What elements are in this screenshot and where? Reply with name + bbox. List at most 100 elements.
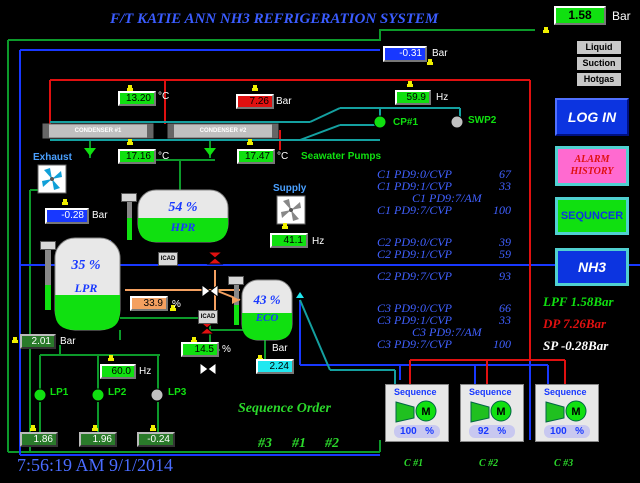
- compressor-2-caption: Sequence: [469, 387, 512, 397]
- compressor-param-value: 33: [499, 179, 511, 193]
- datetime: 7:56:19 AM 9/1/2014: [17, 455, 174, 475]
- seawater-hz-readout: 59.9: [395, 90, 431, 105]
- sp-summary: SP -0.28Bar: [543, 338, 609, 353]
- condenser-1-out-temp-unit: °C: [158, 151, 170, 162]
- compressor-2-load-value: 92: [477, 426, 489, 437]
- lpr-tag: ​: [40, 241, 56, 250]
- compressor-1-load-value: 100: [400, 426, 417, 437]
- check-valve-2-icon: [199, 362, 217, 376]
- condenser-in-temp-unit: °C: [158, 91, 170, 102]
- eco-pressure-readout: 2.24: [256, 359, 294, 374]
- compressor-param-label: C3 PD9:1/CVP: [377, 313, 452, 327]
- valve-2-tag: ICAD: [198, 310, 218, 324]
- lp1-readout: 1.86: [20, 432, 58, 447]
- swp2-pump-icon: [450, 115, 464, 129]
- hpr-tag: ​: [121, 193, 137, 202]
- seawater-piping: [50, 107, 461, 385]
- swp2-label: SWP2: [468, 115, 497, 126]
- hpr-pressure-unit: Bar: [92, 210, 108, 221]
- compressor-param-value: 100: [493, 337, 511, 351]
- compressor-2-load-unit: %: [497, 426, 507, 437]
- lp-pumps-hz-readout: 60.0: [100, 364, 136, 379]
- cp1-pump-icon: [373, 115, 387, 129]
- supply-label: Supply: [273, 183, 307, 194]
- compressor-param-value: 39: [499, 235, 511, 249]
- compressor-motor-icon: M: [545, 400, 587, 423]
- lpr-tank: [45, 237, 121, 331]
- condenser-2-out-temp-unit: °C: [277, 151, 289, 162]
- compressor-2-tile[interactable]: Sequence M 92 %: [460, 384, 524, 442]
- compressor-param-label: C2 PD9:0/CVP: [377, 235, 452, 249]
- compressor-param-value: 59: [499, 247, 511, 261]
- lp1-label: LP1: [50, 387, 69, 398]
- flow-arrow-icon: [232, 296, 240, 304]
- valve-1-position-unit: %: [172, 299, 181, 310]
- lpr-pressure-unit: Bar: [60, 336, 76, 347]
- discharge-pressure-readout: 7.26: [236, 94, 274, 109]
- compressor-1-load-unit: %: [425, 426, 434, 437]
- hpr-level-fill: [127, 218, 132, 240]
- flow-arrow-icon: [296, 292, 304, 298]
- compressor-param-label: C1 PD9:1/CVP: [377, 179, 452, 193]
- sequence-order-title: Sequence Order: [238, 401, 331, 416]
- seawater-pumps-label: Seawater Pumps: [301, 151, 382, 162]
- supply-fan-icon: [276, 195, 306, 225]
- compressor-motor-icon: M: [470, 400, 512, 423]
- nh3-button[interactable]: NH3: [555, 248, 629, 286]
- lp3-label: LP3: [168, 387, 187, 398]
- condenser-2-shell: [167, 123, 279, 139]
- compressor-param-value: 100: [493, 203, 511, 217]
- eco-name: ECO: [255, 312, 279, 324]
- svg-text:M: M: [571, 406, 580, 418]
- compressor-param-label: C1 PD9:7/CVP: [377, 203, 452, 217]
- lpr-pressure-readout: 2.01: [20, 334, 56, 349]
- lpr-name: LPR: [74, 281, 98, 295]
- condenser-2-label: CONDENSER #2: [199, 128, 247, 134]
- compressor-param-value: 33: [499, 313, 511, 327]
- lp2-label: LP2: [108, 387, 127, 398]
- lp2-pump-icon: [91, 388, 105, 402]
- compressor-2-load: 92 %: [469, 425, 515, 438]
- lp3-pump-icon: [150, 388, 164, 402]
- suction-pressure-readout: -0.31: [383, 46, 427, 62]
- compressor-param-label: C1 PD9:7/AM: [412, 191, 482, 205]
- flow-arrow-icon: [84, 148, 96, 156]
- legend-hotgas: Hotgas: [577, 73, 621, 86]
- valve-2-position-unit: %: [222, 344, 231, 355]
- compressor-param-label: C1 PD9:0/CVP: [377, 167, 452, 181]
- lpf-summary: LPF 1.58Bar: [543, 294, 614, 309]
- alarm-history-button[interactable]: ALARM HISTORY: [555, 146, 629, 186]
- condenser-in-temp-readout: 13.20: [118, 91, 156, 106]
- compressor-param-label: C3 PD9:7/CVP: [377, 337, 452, 351]
- compressor-param-label: C2 PD9:1/CVP: [377, 247, 452, 261]
- lp2-readout: 1.96: [79, 432, 117, 447]
- lpf-unit: Bar: [612, 9, 631, 23]
- indicator-ticks: [12, 27, 549, 431]
- compressor-3-tile[interactable]: Sequence M 100 %: [535, 384, 599, 442]
- compressor-3-caption: Sequence: [544, 387, 587, 397]
- compressor-param-label: C3 PD9:0/CVP: [377, 301, 452, 315]
- check-valve-1-icon: [201, 284, 219, 298]
- supply-hz-unit: Hz: [312, 236, 325, 247]
- hpr-name: HPR: [170, 220, 196, 234]
- lp1-pump-icon: [33, 388, 47, 402]
- hpr-tank: [137, 189, 229, 243]
- compressor-param-label: C2 PD9:7/CVP: [377, 269, 452, 283]
- sequencer-button[interactable]: SEQUNCER: [555, 197, 629, 235]
- compressor-1-label: C #1: [404, 458, 424, 469]
- condenser-1-shell: [42, 123, 154, 139]
- compressor-2-label: C #2: [479, 458, 499, 469]
- condenser-2-out-temp-readout: 17.47: [237, 149, 275, 164]
- compressor-1-tile[interactable]: Sequence M 100 %: [385, 384, 449, 442]
- sequence-order-1: #3: [258, 436, 272, 451]
- hotgas-piping: [49, 79, 566, 385]
- login-button[interactable]: LOG IN: [555, 98, 629, 136]
- hpr-level: 54 %: [168, 200, 198, 215]
- compressor-3-load-unit: %: [575, 426, 584, 437]
- hpr-pressure-readout: -0.28: [45, 208, 89, 224]
- legend-liquid: Liquid: [577, 41, 621, 54]
- flow-arrow-icon: [204, 148, 216, 156]
- cp1-label: CP#1: [393, 117, 419, 128]
- compressor-param-label: C3 PD9:7/AM: [412, 325, 482, 339]
- eco-level: 43 %: [253, 292, 281, 307]
